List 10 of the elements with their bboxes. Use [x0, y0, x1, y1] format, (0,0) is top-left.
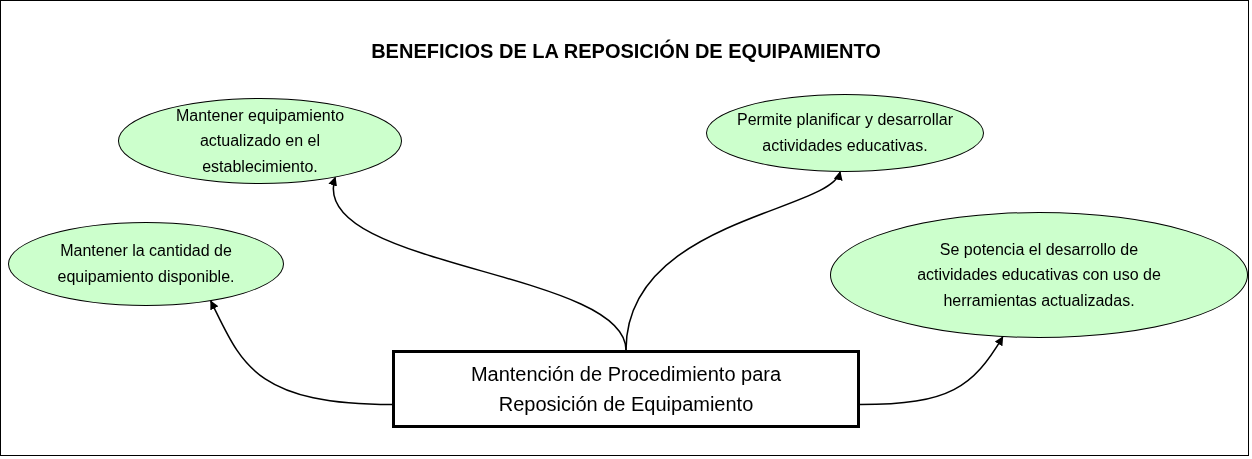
curved-arrow: [859, 336, 1004, 406]
node-text: Mantener equipamiento actualizado en el establecimiento.: [174, 105, 346, 177]
title: BENEFICIOS DE LA REPOSICIÓN DE EQUIPAMIENTO: [370, 40, 882, 63]
node-text: Mantención de Procedimiento para Reposición de Equipamiento: [469, 362, 783, 417]
process-box: [392, 350, 860, 428]
curved-arrow: [625, 171, 841, 351]
node-text: Mantener la cantidad de equipamiento disponible.: [56, 241, 236, 287]
curved-arrow: [210, 300, 393, 406]
node-text: Se potencia el desarrollo de actividades educativas con uso de herramientas actualizadas.: [916, 239, 1162, 311]
node-text: Permite planificar y desarrollar actividades educativas.: [735, 110, 955, 156]
